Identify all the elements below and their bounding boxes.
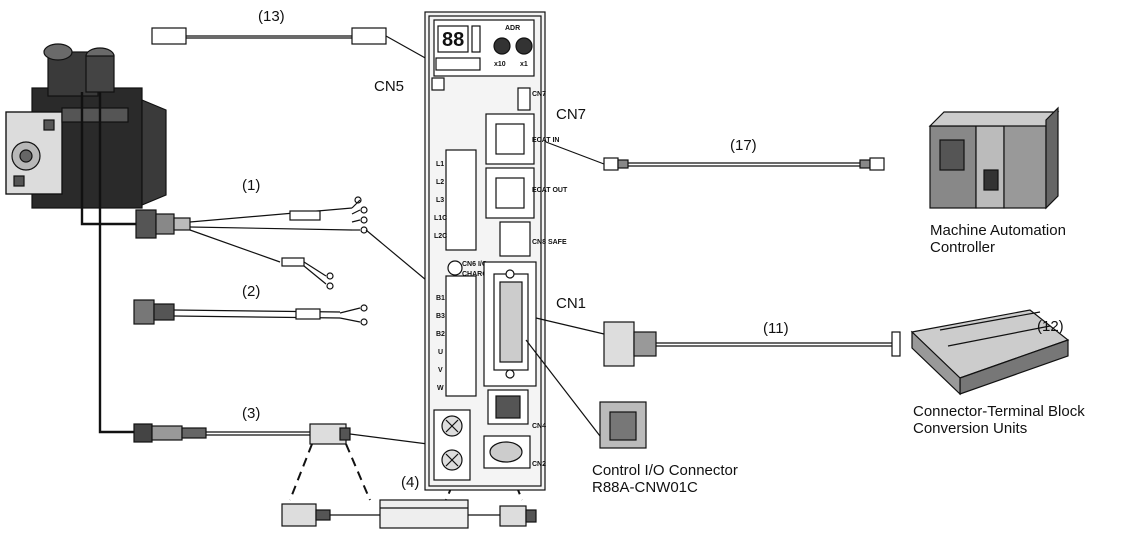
power-terminal-block — [446, 150, 476, 250]
cn7-port — [518, 88, 530, 110]
terminal-v: V — [438, 367, 443, 374]
cable-2 — [134, 300, 367, 325]
item-1-label: (1) — [242, 177, 260, 194]
control-io-connector — [600, 402, 646, 448]
cn5-port — [436, 58, 480, 70]
motor-terminal-block — [446, 276, 476, 396]
adr-label: ADR — [505, 25, 520, 32]
terminal-u: U — [438, 349, 443, 356]
item-12-label: (12) — [1037, 318, 1064, 335]
servo-motor — [6, 44, 166, 208]
cn7-label: CN7 — [556, 106, 586, 123]
item-11-label: (11) — [763, 320, 789, 337]
terminal-l1c: L1C — [434, 215, 447, 222]
ecat-out-label: ECAT OUT — [532, 187, 568, 194]
terminal-b1: B1 — [436, 295, 445, 302]
cio-label-line-1: Control I/O Connector — [592, 462, 738, 479]
cio-label-line-2: R88A-CNW01C — [592, 479, 738, 496]
ctb-label-line-1: Connector-Terminal Block — [913, 403, 1085, 420]
x1-label: x1 — [520, 61, 528, 68]
item-4-label: (4) — [401, 474, 419, 491]
cn5-label: CN5 — [374, 78, 404, 95]
cn4-label: CN4 — [532, 423, 546, 430]
terminal-l1: L1 — [436, 161, 444, 168]
terminal-l3: L3 — [436, 197, 444, 204]
terminal-l2c: L2C — [434, 233, 447, 240]
item-17-label: (17) — [730, 137, 757, 154]
item-13-label: (13) — [258, 8, 285, 25]
cable-17 — [546, 142, 884, 170]
mac-label-line-1: Machine Automation — [930, 222, 1066, 239]
machine-automation-controller — [930, 108, 1058, 208]
cn7-port-label: CN7 — [532, 91, 546, 98]
ctb-label-line-2: Conversion Units — [913, 420, 1085, 437]
terminal-w: W — [437, 385, 444, 392]
terminal-b2: B2 — [436, 331, 445, 338]
cable-11 — [526, 318, 900, 436]
cable-13 — [152, 28, 436, 64]
cn2-label: CN2 — [532, 461, 546, 468]
servo-drive: 88 ADR x10 x1 CN7 ECAT IN ECAT OUT CN8 S… — [425, 12, 568, 490]
terminal-l2: L2 — [436, 179, 444, 186]
machine-automation-controller-label: Machine Automation Controller — [930, 222, 1066, 257]
mac-label-line-2: Controller — [930, 239, 1066, 256]
connector-terminal-block-label: Connector-Terminal Block Conversion Unit… — [913, 403, 1085, 438]
cn8-label: CN8 SAFE — [532, 239, 567, 246]
cable-1 — [136, 197, 450, 300]
terminal-b3: B3 — [436, 313, 445, 320]
item-3-label: (3) — [242, 405, 260, 422]
seven-segment-display: 88 — [442, 29, 464, 51]
x10-label: x10 — [494, 61, 506, 68]
ecat-in-label: ECAT IN — [532, 137, 559, 144]
item-2-label: (2) — [242, 283, 260, 300]
control-io-connector-label: Control I/O Connector R88A-CNW01C — [592, 462, 738, 497]
cn1-label: CN1 — [556, 295, 586, 312]
